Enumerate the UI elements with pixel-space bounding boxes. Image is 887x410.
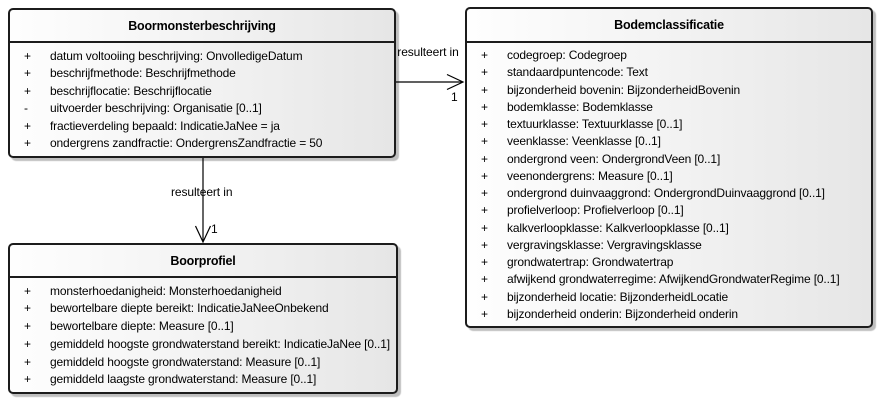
attribute-text: bewortelbare diepte: Measure [0..1] — [50, 319, 234, 334]
visibility-marker: + — [481, 117, 488, 132]
attribute-text: standaardpuntencode: Text — [507, 65, 648, 80]
attribute-text: beschrijflocatie: Beschrijflocatie — [50, 83, 212, 98]
attribute-text: bodemklasse: Bodemklasse — [507, 99, 653, 114]
visibility-marker: + — [24, 48, 31, 63]
class-name: Bodemclassificatie — [467, 9, 871, 43]
visibility-marker: + — [481, 151, 488, 166]
visibility-marker: + — [24, 354, 31, 369]
visibility-marker: + — [24, 83, 31, 98]
class-attribute: + ondergrond duinvaaggrond: OndergrondDui… — [467, 187, 871, 199]
class-attribute: + bijzonderheid bovenin: BijzonderheidBov… — [467, 84, 871, 96]
visibility-marker: + — [481, 220, 488, 235]
attribute-text: ondergrens zandfractie: OndergrensZandfr… — [50, 136, 323, 151]
attribute-text: profielverloop: Profielverloop [0..1] — [507, 203, 684, 218]
attributes-compartment: + codegroep: Codegroep + standaardpuntencod… — [467, 43, 871, 326]
attribute-text: kalkverloopklasse: Kalkverloopklasse [0.… — [507, 220, 729, 235]
visibility-marker: + — [481, 306, 488, 321]
visibility-marker: + — [24, 372, 31, 387]
visibility-marker: + — [481, 186, 488, 201]
class-attribute: + veenondergrens: Measure [0..1] — [467, 170, 871, 182]
visibility-marker: + — [481, 289, 488, 304]
class-attribute: + ondergrens zandfractie: OndergrensZandf… — [10, 137, 394, 149]
multiplicity-label: 1 — [211, 222, 218, 236]
open-arrowhead-icon — [194, 225, 212, 244]
class-box-bodemclassificatie[interactable]: Bodemclassificatie + codegroep: Codegroep… — [465, 7, 873, 328]
attributes-compartment: + datum voltooiing beschrijving: Onvolled… — [10, 43, 394, 156]
attribute-text: veenondergrens: Measure [0..1] — [507, 168, 673, 183]
class-attribute: + monsterhoedanigheid: Monsterhoedanighei… — [10, 285, 396, 297]
attribute-text: ondergrond duinvaaggrond: OndergrondDuin… — [507, 186, 825, 201]
visibility-marker: + — [481, 168, 488, 183]
attribute-text: gemiddeld hoogste grondwaterstand: Measu… — [50, 354, 321, 369]
visibility-marker: + — [24, 66, 31, 81]
visibility-marker: + — [24, 336, 31, 351]
class-name: Boormonsterbeschrijving — [10, 10, 394, 43]
multiplicity-label: 1 — [451, 90, 458, 104]
connector-label: resulteert in — [397, 45, 459, 59]
attribute-text: ondergrond veen: OndergrondVeen [0..1] — [507, 151, 721, 166]
visibility-marker: + — [481, 272, 488, 287]
class-attribute: + beschrijfmethode: Beschrijfmethode — [10, 67, 394, 79]
visibility-marker: + — [481, 82, 488, 97]
attribute-text: vergravingsklasse: Vergravingsklasse — [507, 237, 702, 252]
attribute-text: bijzonderheid onderin: Bijzonderheid ond… — [507, 306, 738, 321]
visibility-marker: + — [24, 319, 31, 334]
class-attribute: + gemiddeld laagste grondwaterstand: Meas… — [10, 373, 396, 385]
class-attribute: + bijzonderheid onderin: Bijzonderheid on… — [467, 308, 871, 320]
class-attribute: + bijzonderheid locatie: BijzonderheidLoc… — [467, 291, 871, 303]
open-arrowhead-icon — [446, 73, 465, 91]
visibility-marker: + — [481, 99, 488, 114]
class-name: Boorprofiel — [10, 245, 396, 278]
visibility-marker: + — [481, 48, 488, 63]
attribute-text: gemiddeld laagste grondwaterstand: Measu… — [50, 372, 317, 387]
connector-label: resulteert in — [171, 185, 233, 199]
class-attribute: + gemiddeld hoogste grondwaterstand: Meas… — [10, 356, 396, 368]
visibility-marker: + — [24, 136, 31, 151]
visibility-marker: - — [24, 101, 28, 116]
attribute-text: bijzonderheid locatie: BijzonderheidLoca… — [507, 289, 729, 304]
attribute-text: uitvoerder beschrijving: Organisatie [0.… — [50, 101, 262, 116]
class-attribute: + beschrijflocatie: Beschrijflocatie — [10, 85, 394, 97]
attribute-text: codegroep: Codegroep — [507, 48, 627, 63]
visibility-marker: + — [481, 134, 488, 149]
attribute-text: monsterhoedanigheid: Monsterhoedanigheid — [50, 283, 282, 298]
class-attribute: + kalkverloopklasse: Kalkverloopklasse [0… — [467, 222, 871, 234]
class-attribute: + codegroep: Codegroep — [467, 49, 871, 61]
class-attribute: + bodemklasse: Bodemklasse — [467, 101, 871, 113]
class-attribute: + veenklasse: Veenklasse [0..1] — [467, 135, 871, 147]
attribute-text: bijzonderheid bovenin: BijzonderheidBove… — [507, 82, 741, 97]
class-attribute: + ondergrond veen: OndergrondVeen [0..1] — [467, 153, 871, 165]
class-box-boorprofiel[interactable]: Boorprofiel + monsterhoedanigheid: Monste… — [8, 243, 398, 394]
attribute-text: fractieverdeling bepaald: IndicatieJaNee… — [50, 118, 280, 133]
visibility-marker: + — [24, 283, 31, 298]
class-attribute: + vergravingsklasse: Vergravingsklasse — [467, 239, 871, 251]
attribute-text: veenklasse: Veenklasse [0..1] — [507, 134, 661, 149]
class-attribute: + bewortelbare diepte bereikt: IndicatieJ… — [10, 302, 396, 314]
attribute-text: gemiddeld hoogste grondwaterstand bereik… — [50, 336, 390, 351]
attribute-text: textuurklasse: Textuurklasse [0..1] — [507, 117, 683, 132]
class-attribute: + datum voltooiing beschrijving: Onvolled… — [10, 50, 394, 62]
visibility-marker: + — [481, 203, 488, 218]
attribute-text: datum voltooiing beschrijving: Onvolledi… — [50, 48, 303, 63]
class-attribute: + fractieverdeling bepaald: IndicatieJaNe… — [10, 120, 394, 132]
attribute-text: grondwatertrap: Grondwatertrap — [507, 255, 674, 270]
class-attribute: + afwijkend grondwaterregime: AfwijkendGr… — [467, 273, 871, 285]
visibility-marker: + — [481, 255, 488, 270]
class-attribute: + gemiddeld hoogste grondwaterstand berei… — [10, 338, 396, 350]
class-box-boormonsterbeschrijving[interactable]: Boormonsterbeschrijving + datum voltooiin… — [8, 8, 396, 158]
visibility-marker: + — [24, 118, 31, 133]
attribute-text: bewortelbare diepte bereikt: IndicatieJa… — [50, 301, 329, 316]
class-attribute: + bewortelbare diepte: Measure [0..1] — [10, 320, 396, 332]
visibility-marker: + — [481, 237, 488, 252]
class-attribute: - uitvoerder beschrijving: Organisatie [0… — [10, 102, 394, 114]
class-attribute: + profielverloop: Profielverloop [0..1] — [467, 204, 871, 216]
attribute-text: afwijkend grondwaterregime: AfwijkendGro… — [507, 272, 840, 287]
visibility-marker: + — [24, 301, 31, 316]
class-attribute: + standaardpuntencode: Text — [467, 66, 871, 78]
class-attribute: + textuurklasse: Textuurklasse [0..1] — [467, 118, 871, 130]
class-attribute: + grondwatertrap: Grondwatertrap — [467, 256, 871, 268]
attribute-text: beschrijfmethode: Beschrijfmethode — [50, 66, 236, 81]
visibility-marker: + — [481, 65, 488, 80]
attributes-compartment: + monsterhoedanigheid: Monsterhoedanighei… — [10, 278, 396, 392]
